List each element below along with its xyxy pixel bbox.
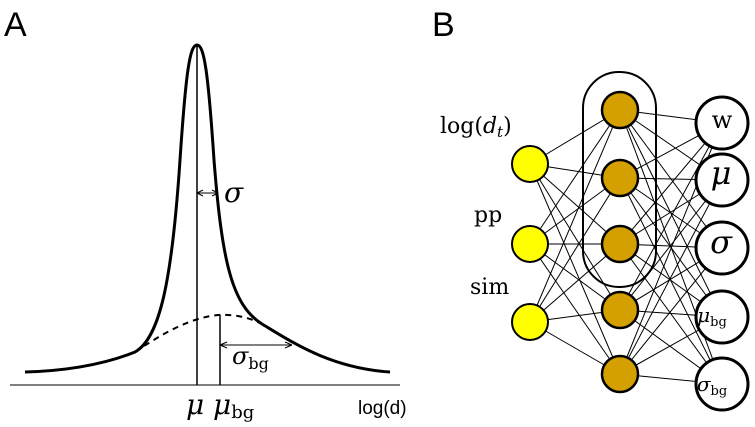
output-node-mu-bg	[694, 289, 750, 345]
network-edge	[529, 163, 621, 245]
panel-b-label: B	[432, 6, 455, 44]
output-node-w	[694, 95, 750, 151]
mu-bg-tick-label: μbg	[213, 388, 254, 423]
hidden-node-5	[600, 354, 640, 394]
network-edge	[529, 243, 621, 323]
input-label-pp: pp	[474, 203, 502, 228]
sigma-bg-label: σbg	[232, 342, 269, 373]
network-edge	[619, 179, 723, 311]
peak-curve	[24, 43, 391, 374]
background-gaussian-curve	[134, 313, 263, 353]
network-nodes	[511, 90, 750, 412]
network-edge	[619, 179, 723, 375]
network-edge	[529, 109, 621, 245]
network-edge	[529, 177, 621, 323]
sigma-width-arrow	[196, 189, 219, 197]
output-label-mu: μ	[711, 154, 732, 192]
x-axis-label: log(d)	[358, 398, 407, 419]
sigma-label: σ	[224, 176, 244, 209]
network-edge	[529, 109, 621, 323]
output-label-sigma-bg: σbg	[697, 372, 727, 399]
panel-a-label: A	[4, 6, 27, 44]
output-label-sigma: σ	[710, 223, 733, 261]
hidden-node-3	[600, 224, 640, 264]
hidden-group-box	[582, 71, 657, 288]
hidden-node-4	[600, 290, 640, 330]
input-node-log-dt	[511, 145, 549, 183]
output-label-w: w	[712, 106, 733, 134]
mu-tick-label: μ	[186, 388, 204, 421]
output-label-mu-bg: μbg	[697, 303, 727, 330]
output-node-sigma-bg	[694, 356, 750, 412]
network-edge	[529, 163, 621, 311]
output-node-mu	[694, 152, 750, 208]
input-label-sim: sim	[470, 275, 509, 300]
input-node-sim	[511, 303, 549, 341]
network-edge	[619, 122, 723, 311]
network-edge	[529, 243, 621, 375]
hidden-node-1	[600, 90, 640, 130]
output-node-sigma	[694, 220, 750, 276]
hidden-node-2	[600, 158, 640, 198]
sigma-bg-width-arrow	[219, 341, 293, 349]
network-edge	[529, 163, 621, 375]
input-node-pp	[511, 225, 549, 263]
input-label-log-dt: log(dt)	[440, 114, 512, 141]
